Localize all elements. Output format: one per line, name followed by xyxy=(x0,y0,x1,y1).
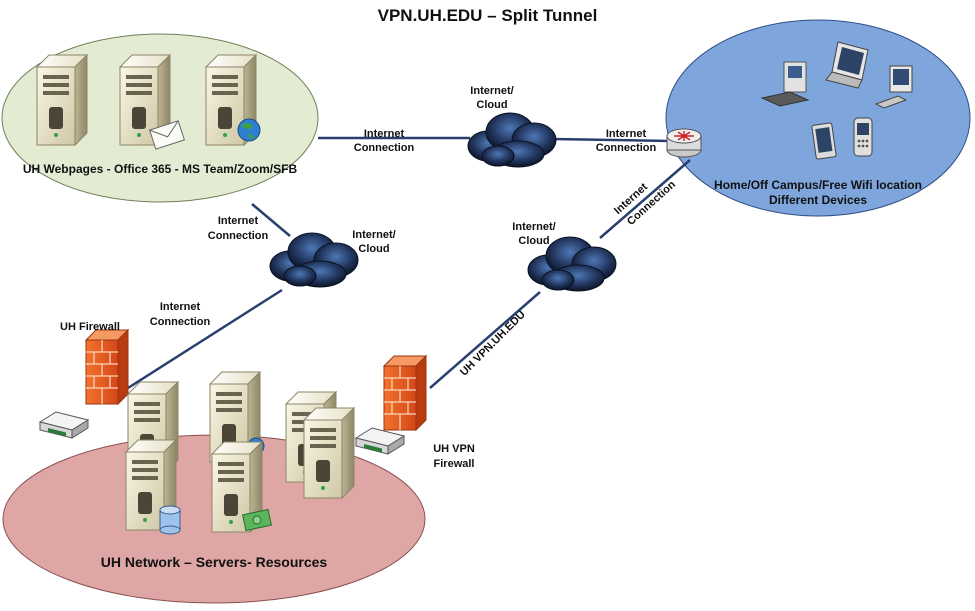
phone-icon xyxy=(853,117,873,157)
switch-icon xyxy=(355,427,405,455)
money-icon xyxy=(242,508,272,532)
link-cloud2-to-uh-firewall xyxy=(127,288,283,390)
home-zone-label-1: Home/Off Campus/Free Wifi location xyxy=(714,178,922,192)
switch-icon xyxy=(39,411,89,439)
uh-firewall-label: UH Firewall xyxy=(60,321,120,333)
connection-label-1a: Internet xyxy=(363,128,405,140)
vpn-firewall-label-2: Firewall xyxy=(433,458,475,470)
server-icon xyxy=(36,54,88,146)
network-zone-label: UH Network – Servers- Resources xyxy=(100,554,328,570)
mail-icon xyxy=(149,120,185,150)
cloud-top-label-1: Internet/ xyxy=(470,85,514,97)
vpn-firewall-label-1: UH VPN xyxy=(433,443,475,455)
desktop-icon xyxy=(760,61,810,107)
server-icon xyxy=(303,407,355,499)
connection-label-1b: Connection xyxy=(353,142,415,154)
cloud-right-label-2: Cloud xyxy=(518,235,550,247)
connection-label-4a: Internet xyxy=(159,301,201,313)
router-icon xyxy=(666,128,702,158)
links xyxy=(127,136,691,390)
laptop-icon xyxy=(825,41,869,89)
database-icon xyxy=(159,505,181,535)
tablet-icon xyxy=(811,122,837,160)
cloud-left-label-1: Internet/ xyxy=(352,229,396,241)
link-cloud1-to-router xyxy=(552,137,671,143)
link-router-to-cloud3 xyxy=(599,159,691,239)
connection-label-3b: Connection xyxy=(207,230,269,242)
cloud-left-label-2: Cloud xyxy=(358,243,390,255)
cloud-right-label-1: Internet/ xyxy=(512,221,556,233)
home-zone-label-2: Different Devices xyxy=(768,193,868,207)
connection-label-4b: Connection xyxy=(149,316,211,328)
link-web-to-cloud2 xyxy=(251,203,291,237)
page-title: VPN.UH.EDU – Split Tunnel xyxy=(377,6,598,25)
cloud-icon xyxy=(467,112,557,168)
monitor-icon xyxy=(874,65,913,109)
connection-label-3a: Internet xyxy=(217,215,259,227)
connection-label-2a: Internet xyxy=(605,128,647,140)
webpages-zone-label: UH Webpages - Office 365 - MS Team/Zoom/… xyxy=(22,162,298,176)
firewall-icon xyxy=(383,355,427,431)
link-cloud3-to-vpn-firewall xyxy=(429,291,541,389)
firewall-icon xyxy=(85,329,129,405)
connection-label-2b: Connection xyxy=(595,142,657,154)
globe-icon xyxy=(237,118,261,142)
cloud-top-label-2: Cloud xyxy=(476,99,508,111)
